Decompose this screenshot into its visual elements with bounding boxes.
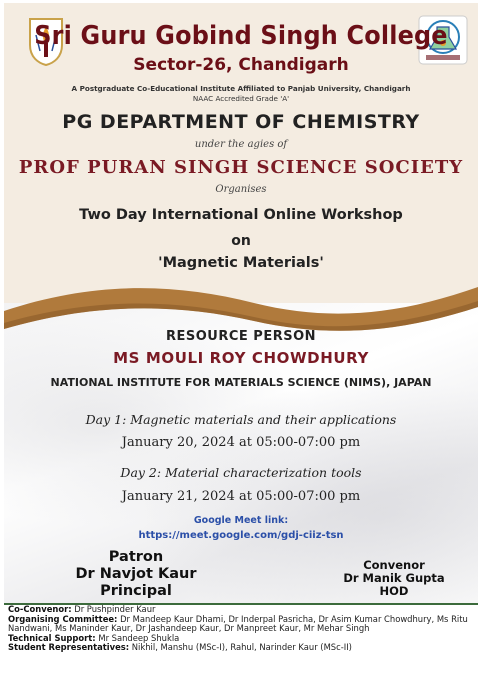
college-location: Sector-26, Chandigarh [133,55,349,75]
affiliation-text: A Postgraduate Co-Educational Institute … [71,84,411,93]
patron-signature-block: Patron Dr Navjot Kaur Principal [56,549,216,600]
college-emblem-icon [29,18,63,67]
resource-person-name: MS MOULI ROY CHOWDHURY [113,349,369,367]
meet-link[interactable]: https://meet.google.com/gdj-ciiz-tsn [138,530,344,541]
meet-link-label: Google Meet link: [193,515,289,526]
resource-person-institute: NATIONAL INSTITUTE FOR MATERIALS SCIENCE… [50,376,432,389]
student-reps-line: Student Representatives: Nikhil, Manshu … [8,642,352,653]
society-title: PROF PURAN SINGH SCIENCE SOCIETY [18,157,464,178]
committee-line: Organising Committee: Dr Mandeep Kaur Dh… [8,613,468,634]
organises-text: Organises [215,184,267,195]
committee-footer: Co-Convenor: Dr Pushpinder Kaur Organisi… [4,603,478,673]
marble-background [4,303,478,603]
department-title: PG DEPARTMENT OF CHEMISTRY [62,111,420,133]
convenor-name: Dr Manik Gupta [343,571,445,585]
convenor-signature-block: Convenor Dr Manik Gupta HOD [324,559,464,598]
on-text: on [231,233,251,249]
tech-support-line: Technical Support: Mr Sandeep Shukla [8,632,180,643]
workshop-topic: 'Magnetic Materials' [158,255,324,271]
convenor-title: HOD [379,584,409,598]
naac-text: NAAC Accredited Grade 'A' [192,94,290,103]
workshop-title: Two Day International Online Workshop [79,207,403,223]
day1-date: January 20, 2024 at 05:00-07:00 pm [121,435,361,450]
convenor-role: Convenor [363,558,425,572]
day2-title: Day 2: Material characterization tools [120,465,362,480]
header-background [4,3,478,313]
workshop-poster: Sri Guru Gobind Singh College Sector-26,… [4,3,478,673]
decorative-wave [4,287,478,331]
aegis-text: under the agies of [194,139,288,150]
college-name: Sri Guru Gobind Singh College [34,21,448,51]
patron-role: Patron [108,549,164,565]
chemistry-society-logo-icon [418,15,468,65]
resource-person-label: RESOURCE PERSON [165,329,317,344]
patron-name: Dr Navjot Kaur [75,566,197,582]
co-convenor-line: Co-Convenor: Dr Pushpinder Kaur [8,604,156,614]
day2-date: January 21, 2024 at 05:00-07:00 pm [121,489,361,504]
day1-title: Day 1: Magnetic materials and their appl… [85,412,397,427]
patron-title: Principal [100,583,172,599]
